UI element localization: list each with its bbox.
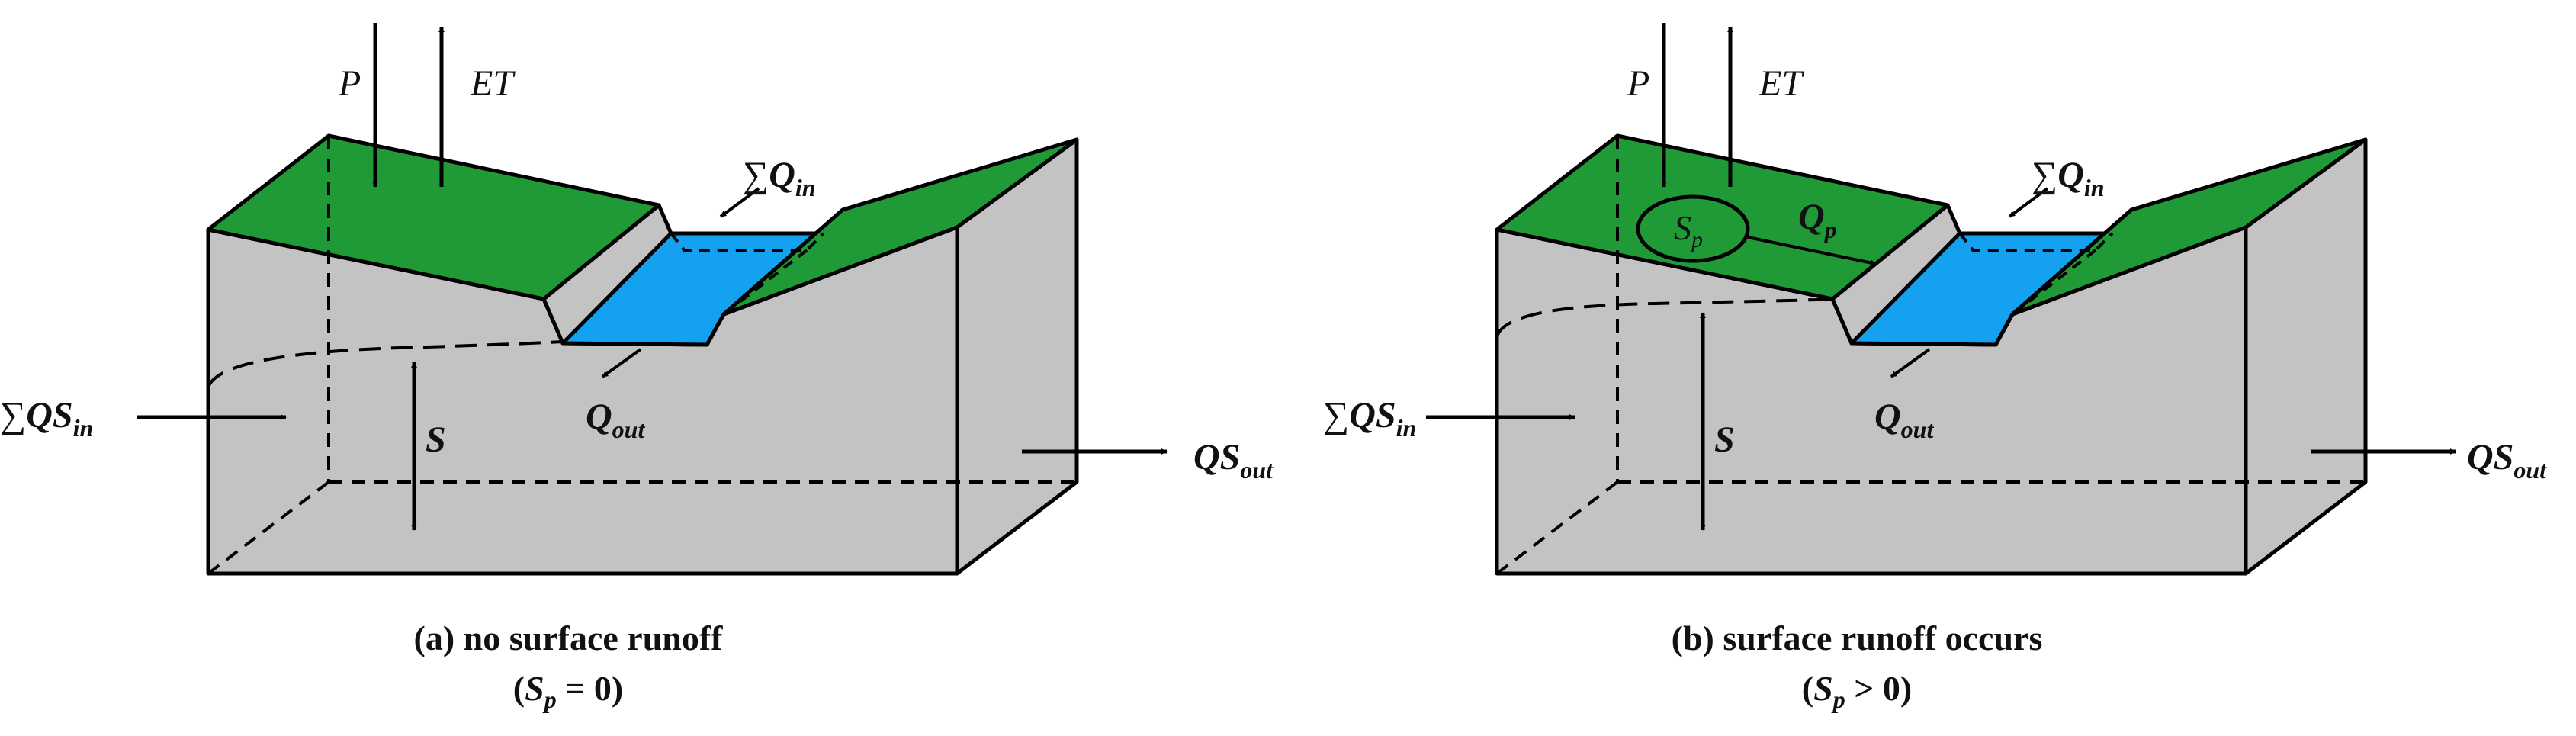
soil-block [206, 133, 1079, 576]
right-grass-surface [721, 137, 1079, 317]
water-table-line [207, 340, 564, 388]
right-grass-surface [2010, 137, 2368, 317]
channel-water [560, 231, 826, 347]
qin-arrow [719, 187, 760, 218]
storage-label: S [1714, 419, 1735, 460]
channel-hidden-outline [1958, 232, 2114, 253]
qsin-label: ∑QSin [1323, 395, 1416, 442]
caption-b-line1: (b) surface runoff occurs [1672, 619, 2043, 657]
hidden-edge-diagonal [207, 480, 330, 575]
sp-label: Sp [1674, 208, 1703, 252]
caption-a-line2: (Sp = 0) [513, 669, 623, 713]
caption-a-line1: (a) no surface runoff [414, 619, 724, 657]
p-label: P [338, 63, 361, 104]
panel-b: Sp P ET Qp ∑Qin Qout ∑QSin QSout S [1323, 23, 2547, 713]
panel-a: P ET ∑Qin Qout ∑QSin QSout S (a) no surf… [0, 23, 1274, 713]
caption-b-line2: (Sp > 0) [1802, 669, 1912, 713]
qin-arrow [2008, 187, 2049, 218]
left-grass-surface [206, 133, 661, 301]
qout-arrow [1890, 348, 1931, 378]
water-table-line [1495, 297, 1833, 338]
soil-block [1495, 133, 2368, 576]
hidden-edge-diagonal [1495, 480, 1619, 575]
qsout-label: QSout [2467, 437, 2547, 484]
qsout-label: QSout [1193, 437, 1274, 484]
storage-label: S [426, 419, 446, 460]
p-label: P [1627, 63, 1649, 104]
et-label: ET [1759, 63, 1804, 104]
left-grass-surface [1495, 133, 1950, 301]
channel-hidden-outline [670, 232, 825, 253]
qout-arrow [601, 348, 642, 378]
qp-arrow [1747, 236, 1877, 266]
qout-label: Qout [586, 397, 645, 443]
qin-label: ∑Qin [743, 155, 816, 201]
qsin-label: ∑QSin [0, 395, 93, 442]
channel-water [1849, 231, 2115, 347]
qout-label: Qout [1874, 397, 1934, 443]
qp-label: Qp [1798, 197, 1837, 243]
et-label: ET [470, 63, 516, 104]
ponded-storage-ellipse [1636, 194, 1750, 263]
qin-label: ∑Qin [2032, 155, 2105, 201]
